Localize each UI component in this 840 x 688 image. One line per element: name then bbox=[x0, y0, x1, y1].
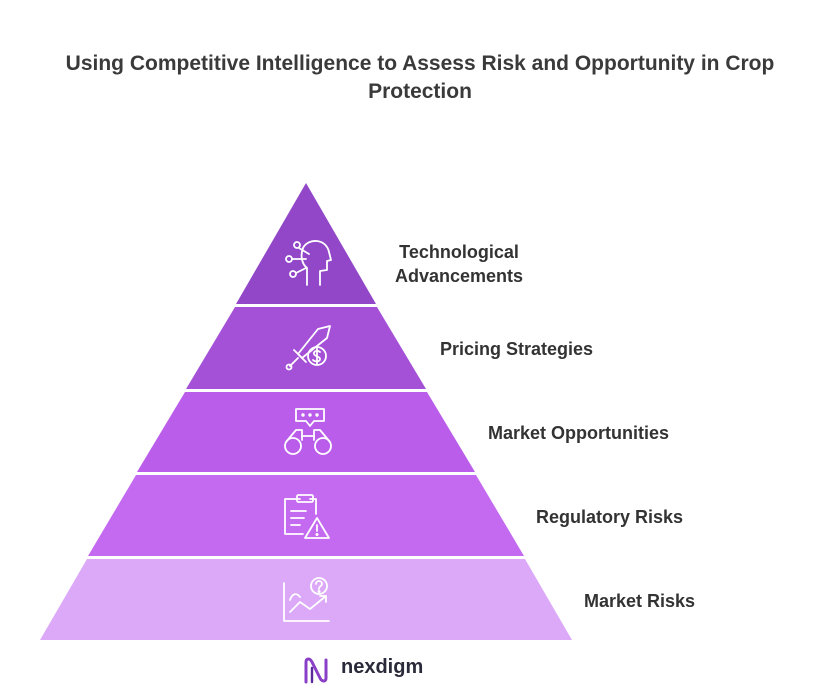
brand-name: nexdigm bbox=[341, 656, 424, 678]
label-pricing-strategies: Pricing Strategies bbox=[440, 339, 594, 359]
clipboard-warning-icon bbox=[284, 494, 330, 539]
pyramid-level-pricing-strategies bbox=[186, 307, 426, 389]
sword-dollar-icon bbox=[285, 325, 331, 371]
title-line-2: Protection bbox=[368, 80, 472, 103]
label-line-1: Technological bbox=[399, 242, 519, 262]
chart-question-icon bbox=[283, 577, 330, 622]
page-title: Using Competitive Intelligence to Assess… bbox=[0, 50, 840, 106]
label-market-risks: Market Risks bbox=[584, 591, 696, 611]
label-regulatory-risks: Regulatory Risks bbox=[536, 507, 684, 527]
pyramid-level-market-risks bbox=[40, 559, 572, 640]
label-market-opportunities: Market Opportunities bbox=[488, 423, 670, 443]
label-line-2: Advancements bbox=[394, 266, 524, 286]
nexdigm-logo-icon bbox=[304, 657, 328, 684]
ai-head-icon bbox=[285, 240, 332, 286]
binoculars-chat-icon bbox=[284, 408, 332, 455]
pyramid-level-market-opportunities bbox=[137, 392, 475, 472]
pyramid-level-regulatory-risks bbox=[88, 475, 524, 556]
title-line-1: Using Competitive Intelligence to Assess… bbox=[65, 52, 775, 75]
label-technological-advancements: Technological Advancements bbox=[384, 240, 534, 288]
